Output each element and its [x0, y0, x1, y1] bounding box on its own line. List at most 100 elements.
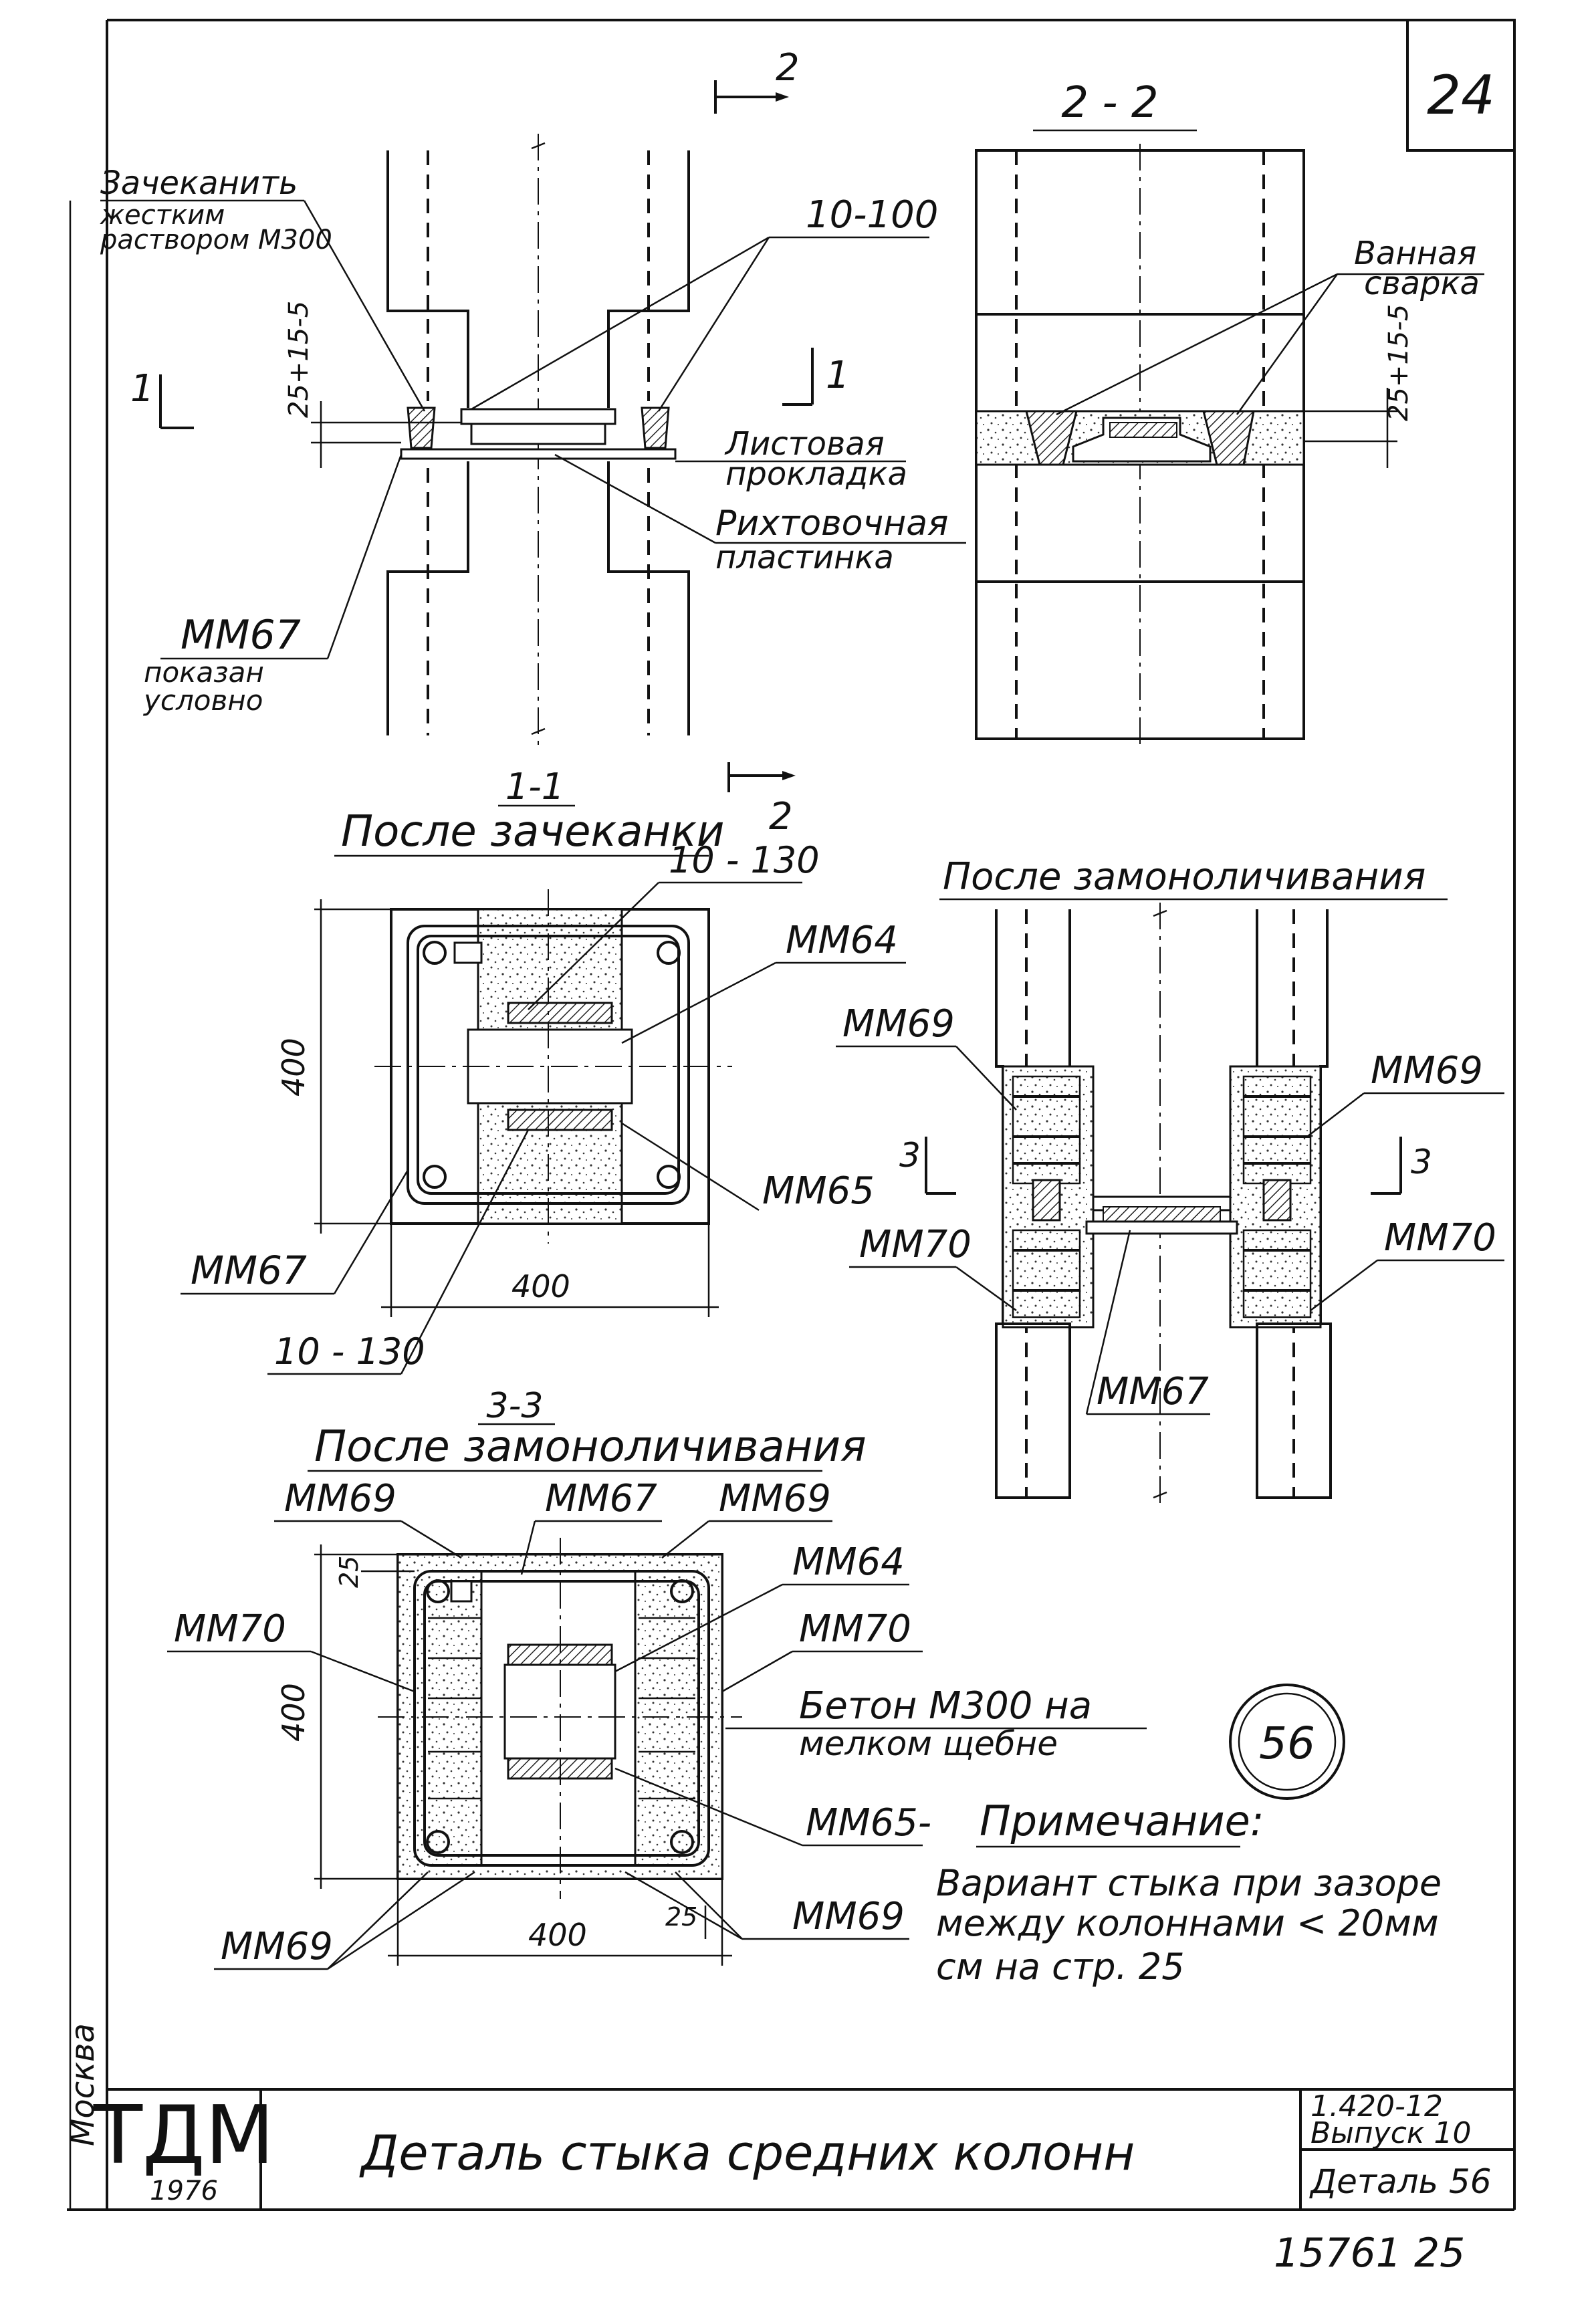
svg-text:условно: условно [142, 684, 263, 717]
archive-number: 15761 25 [1274, 2230, 1465, 2277]
gasket-stack [470, 423, 606, 445]
drawing-title: Деталь стыка средних колонн [359, 2125, 1135, 2181]
svg-text:ММ69: ММ69 [719, 1477, 831, 1520]
svg-text:400: 400 [511, 1268, 570, 1304]
sheet-gasket [400, 448, 677, 460]
note-line-2: между колоннами < 20мм [936, 1902, 1439, 1944]
svg-text:1: 1 [130, 367, 154, 411]
gap-dimension: 25+15-5 [283, 301, 461, 468]
svg-text:Бетон М300 на: Бетон М300 на [799, 1684, 1092, 1728]
dim-horizontal-11: 400 [381, 1224, 719, 1317]
dim-vertical-33: 400 [275, 1544, 398, 1889]
svg-text:ММ69: ММ69 [221, 1925, 333, 1968]
cut-mark-2-top: 2 [714, 46, 800, 114]
upper-column [386, 150, 690, 408]
svg-text:10 - 130: 10 - 130 [274, 1331, 425, 1373]
svg-text:ММ67: ММ67 [181, 612, 301, 659]
caption-monolith: После замоноличивания [943, 855, 1426, 899]
svg-text:2: 2 [769, 795, 793, 838]
rebar-cage-left [1012, 1075, 1081, 1318]
cut-mark-2-mid: 2 [727, 762, 796, 838]
svg-text:ММ64: ММ64 [792, 1540, 905, 1584]
svg-text:ММ69: ММ69 [792, 1895, 905, 1938]
series-code: 1.420-12 [1310, 2089, 1443, 2123]
svg-text:2: 2 [776, 46, 800, 90]
lower-column [386, 461, 690, 735]
caulk-callout: Зачеканить жестким раствором М300 [100, 164, 426, 412]
rebar-cage-right [1242, 1075, 1312, 1318]
view-section-11: 1-1 После зачеканки 2 400 [181, 762, 906, 1375]
sheet-frame [67, 19, 1516, 2211]
align-plate-callout: Рихтовочная пластинка [554, 453, 966, 576]
svg-text:показан: показан [144, 656, 264, 689]
cut-mark-3-right: 3 [1371, 1137, 1432, 1195]
title-block: ТДМ 1976 Деталь стыка средних колонн 1.4… [93, 2088, 1514, 2210]
svg-text:ММ70: ММ70 [859, 1223, 972, 1266]
view-elevation: 2 1 1 25+15-5 Зачеканить жестким раствор… [100, 46, 966, 745]
detail-stamp: 56 [1229, 1684, 1345, 1800]
svg-text:400: 400 [528, 1917, 587, 1953]
svg-text:1: 1 [826, 354, 850, 397]
monolith-right [1229, 1065, 1322, 1329]
view-monolith-elevation: После замоноличивания [836, 855, 1504, 1508]
svg-text:56: 56 [1259, 1718, 1315, 1769]
svg-text:ММ65: ММ65 [762, 1169, 875, 1213]
sheet-gasket-callout: Листовая прокладка [675, 425, 907, 493]
concrete-callout: Бетон М300 на мелком щебне [725, 1684, 1147, 1763]
svg-text:25: 25 [665, 1902, 697, 1932]
svg-text:3: 3 [1411, 1143, 1432, 1181]
svg-text:ММ70: ММ70 [799, 1607, 911, 1651]
svg-text:400: 400 [275, 1038, 312, 1097]
view-section-33: 3-3 После замоноличивания [167, 1386, 1147, 1970]
org-year: 1976 [150, 2176, 218, 2206]
svg-text:Листовая: Листовая [724, 425, 885, 463]
svg-text:25+15-5: 25+15-5 [283, 301, 314, 418]
svg-text:пластинка: пластинка [715, 539, 894, 576]
svg-text:ММ64: ММ64 [786, 919, 898, 962]
note-block: Примечание: Вариант стыка при зазоре меж… [936, 1797, 1442, 1988]
svg-text:25: 25 [334, 1556, 364, 1588]
svg-text:3-3: 3-3 [487, 1386, 544, 1426]
margin-city: Москва [64, 2023, 102, 2146]
svg-text:ММ67: ММ67 [545, 1477, 657, 1520]
caption-22: 2 - 2 [1061, 78, 1158, 128]
gap-dimension-22: 25+15-5 [1304, 304, 1414, 468]
svg-text:сварка: сварка [1364, 265, 1480, 302]
note-heading: Примечание: [980, 1797, 1264, 1845]
svg-text:3: 3 [899, 1136, 921, 1175]
svg-text:ММ69: ММ69 [284, 1477, 396, 1520]
left-margin: Москва [64, 201, 102, 2210]
bar-10-100-callout: 10-100 [471, 193, 938, 412]
detail-number: Деталь 56 [1309, 2162, 1492, 2201]
cut-mark-1-center: 1 [782, 348, 850, 406]
note-line-1: Вариант стыка при зазоре [936, 1862, 1442, 1904]
view-section-22: 2 - 2 Ванная сварка 25+15-5 [975, 78, 1484, 745]
org-logo: ТДМ [93, 2089, 275, 2182]
cut-mark-1-left: 1 [130, 367, 194, 429]
bath-weld-right [1202, 410, 1255, 466]
svg-text:Зачеканить: Зачеканить [100, 164, 298, 202]
centering-plate-top [460, 408, 616, 425]
svg-text:ММ69: ММ69 [1371, 1049, 1483, 1092]
svg-text:Рихтовочная: Рихтовочная [715, 503, 948, 544]
svg-text:ММ70: ММ70 [1384, 1216, 1496, 1260]
page-number-box: 24 [1406, 19, 1516, 152]
weld-callout: Ванная сварка [1056, 235, 1484, 416]
cut-mark-3-left: 3 [899, 1136, 956, 1195]
dim-25-top: 25 [334, 1556, 415, 1588]
issue-number: Выпуск 10 [1310, 2116, 1471, 2150]
note-line-3: см на стр. 25 [936, 1946, 1185, 1988]
dim-25-bottom: 25 [665, 1902, 707, 1939]
svg-text:25+15-5: 25+15-5 [1383, 304, 1414, 421]
weld-right [641, 407, 670, 449]
svg-text:ММ67: ММ67 [1097, 1370, 1209, 1413]
svg-text:мелком щебне: мелком щебне [799, 1724, 1058, 1763]
svg-text:ММ67: ММ67 [191, 1248, 307, 1293]
svg-text:1-1: 1-1 [505, 766, 564, 808]
svg-text:ММ65-: ММ65- [806, 1801, 931, 1845]
caption-33: После замоноличивания [314, 1422, 867, 1472]
mm67-callout-a: ММ67 показан условно [142, 454, 403, 717]
svg-text:ММ69: ММ69 [842, 1002, 955, 1046]
dim-vertical-11: 400 [275, 899, 391, 1234]
